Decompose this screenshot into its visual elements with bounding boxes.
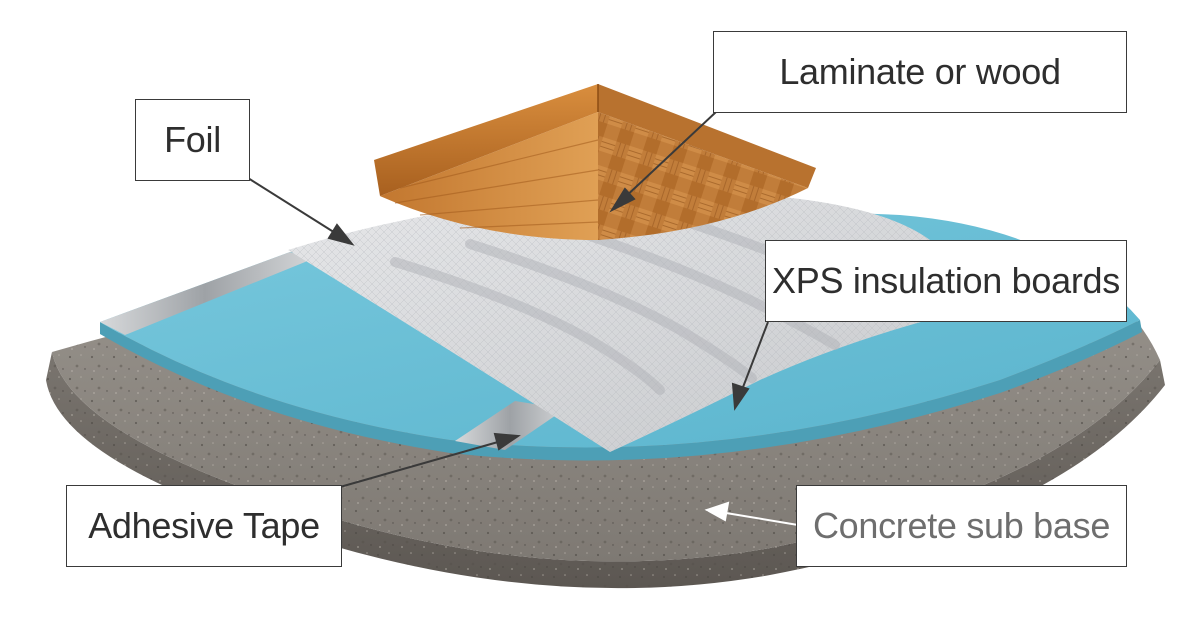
label-concrete-sub-base: Concrete sub base [796,485,1127,567]
label-foil: Foil [135,99,250,181]
leader-concrete [704,501,799,526]
tape-strip-lower [455,401,565,450]
leader-laminate [609,111,717,213]
leader-tape [339,432,521,488]
tape-strip-left [100,252,310,335]
skirting-left [374,84,598,196]
xps-board-edge [100,320,1142,461]
label-laminate-or-wood: Laminate or wood [713,31,1127,113]
label-xps-insulation-boards: XPS insulation boards [765,240,1127,322]
label-adhesive-tape: Adhesive Tape [66,485,342,567]
leader-xps [731,321,769,411]
wood-floor-left [380,112,598,240]
wood-floor-right [598,112,808,240]
leader-foil [247,177,355,246]
skirting-right [598,84,816,188]
